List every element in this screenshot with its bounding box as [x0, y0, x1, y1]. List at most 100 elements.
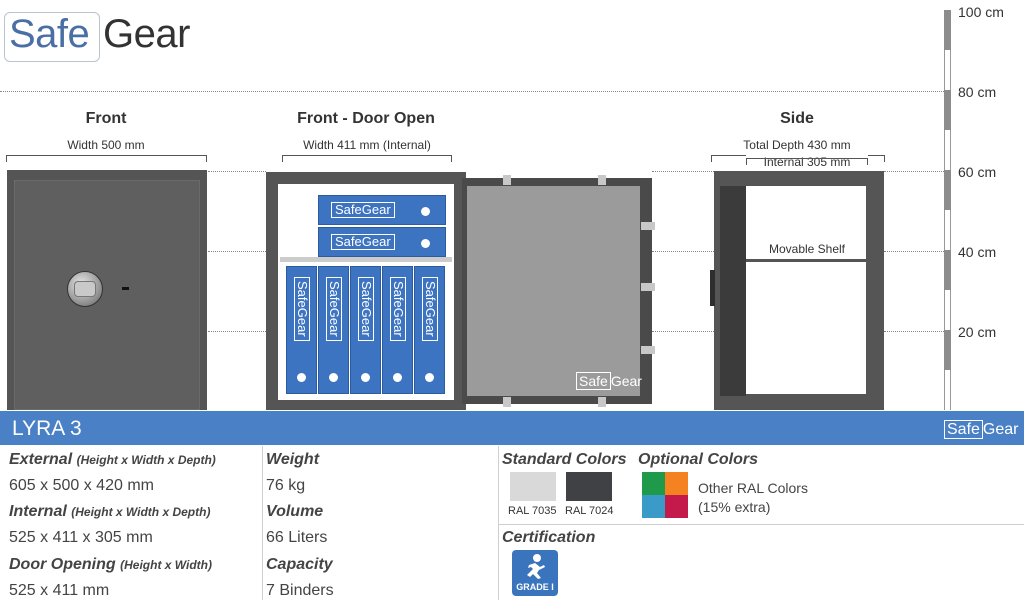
front-title: Front [85, 110, 127, 127]
binder: SafeGear [414, 266, 445, 394]
color-swatch-ral7035[interactable] [510, 472, 556, 501]
certification-title: Certification [502, 529, 596, 546]
weight-label: Weight [266, 451, 320, 468]
external-sub: (Height x Width x Depth) [76, 453, 216, 467]
bar-logo-gear: Gear [982, 421, 1019, 438]
side-handle [710, 270, 715, 306]
ruler-segment [944, 330, 951, 370]
bin-logo-gear: Gear [361, 234, 391, 249]
binder: SafeGear [286, 266, 317, 394]
ruler-segment [944, 250, 951, 290]
quad-blue [642, 495, 665, 518]
quad-orange [665, 472, 688, 495]
bin-logo-gear: Gear [361, 202, 391, 217]
dial-knob [74, 281, 96, 297]
color-swatch-ral7024[interactable] [566, 472, 612, 501]
door-bolt [641, 346, 655, 354]
door-value: 525 x 411 mm [9, 582, 110, 599]
product-name: LYRA 3 [12, 417, 82, 440]
guide-line-20b [652, 331, 714, 332]
open-width-bracket [282, 155, 452, 162]
binder-ring [297, 373, 306, 382]
ruler-label: 100 cm [958, 4, 1004, 20]
side-door-thickness [720, 186, 746, 396]
swatch-label: RAL 7024 [565, 505, 614, 517]
door-bolt [598, 175, 606, 185]
door-logo-gear: Gear [610, 373, 642, 389]
binder-label: SafeGear [294, 277, 310, 341]
internal-sub: (Height x Width x Depth) [71, 505, 211, 519]
logo-frame [4, 12, 100, 62]
guide-line-40b [652, 251, 714, 252]
door-bolt [641, 283, 655, 291]
ruler-label: 60 cm [958, 164, 997, 180]
front-width-bracket [6, 155, 207, 162]
height-ruler [944, 10, 951, 410]
door-heading: Door Opening (Height x Width) [9, 556, 212, 574]
internal-depth-bracket [746, 158, 868, 165]
weight-value: 76 kg [266, 477, 306, 494]
guide-line-60a [208, 171, 266, 172]
binder-label: SafeGear [390, 277, 406, 341]
volume-value: 66 Liters [266, 529, 328, 546]
door-sub: (Height x Width) [120, 558, 212, 572]
ruler-segment [944, 10, 951, 50]
front-width-label: Width 500 mm [67, 138, 145, 152]
guide-line-20a [208, 331, 266, 332]
storage-bin: SafeGear [318, 227, 446, 257]
grade-label: GRADE I [516, 582, 554, 592]
guide-line-20c [884, 331, 944, 332]
binder-ring [361, 373, 370, 382]
binder: SafeGear [318, 266, 349, 394]
internal-value: 525 x 411 x 305 mm [9, 529, 153, 546]
quad-crimson [665, 495, 688, 518]
product-bar [0, 411, 1024, 445]
grade-badge: GRADE I [512, 550, 558, 596]
internal-label: Internal [9, 503, 67, 520]
ruler-label: 80 cm [958, 84, 997, 100]
door-label: Door Opening [9, 556, 116, 573]
spec-divider [262, 446, 263, 600]
safe-front-door [14, 180, 200, 410]
standard-colors-title: Standard Colors [502, 451, 627, 468]
optional-colors-swatch[interactable] [642, 472, 688, 518]
guide-line-80 [0, 91, 944, 92]
door-bolt [641, 222, 655, 230]
binder-label: SafeGear [326, 277, 342, 341]
door-bolt [503, 397, 511, 407]
open-door-panel [467, 186, 640, 396]
external-label: External [9, 451, 73, 468]
burglar-icon [527, 554, 545, 579]
bar-logo-safe: Safe [944, 420, 983, 439]
open-title: Front - Door Open [297, 110, 435, 127]
movable-shelf-label: Movable Shelf [768, 242, 846, 256]
door-bolt [598, 397, 606, 407]
internal-heading: Internal (Height x Width x Depth) [9, 503, 210, 521]
external-value: 605 x 500 x 420 mm [9, 477, 154, 494]
storage-bin: SafeGear [318, 195, 446, 225]
external-heading: External (Height x Width x Depth) [9, 451, 216, 469]
logo-safe-text: Safe [9, 12, 90, 56]
binder-ring [425, 373, 434, 382]
capacity-value: 7 Binders [266, 582, 334, 599]
open-width-label: Width 411 mm (Internal) [303, 138, 431, 152]
guide-line-60b [652, 171, 714, 172]
spec-divider [498, 524, 1024, 525]
ruler-segment [944, 90, 951, 130]
guide-line-60c [884, 171, 944, 172]
total-depth-label: Total Depth 430 mm [743, 138, 851, 152]
bin-logo-safe: Safe [335, 234, 362, 249]
optional-line-1: Other RAL Colors [698, 480, 808, 496]
binder-label: SafeGear [358, 277, 374, 341]
binder: SafeGear [382, 266, 413, 394]
bin-handle [421, 239, 430, 248]
keyhole-icon [122, 287, 129, 290]
capacity-label: Capacity [266, 556, 333, 573]
binder-ring [329, 373, 338, 382]
door-logo-safe: Safe [576, 372, 611, 390]
optional-line-2: (15% extra) [698, 499, 771, 515]
volume-label: Volume [266, 503, 324, 520]
bin-handle [421, 207, 430, 216]
